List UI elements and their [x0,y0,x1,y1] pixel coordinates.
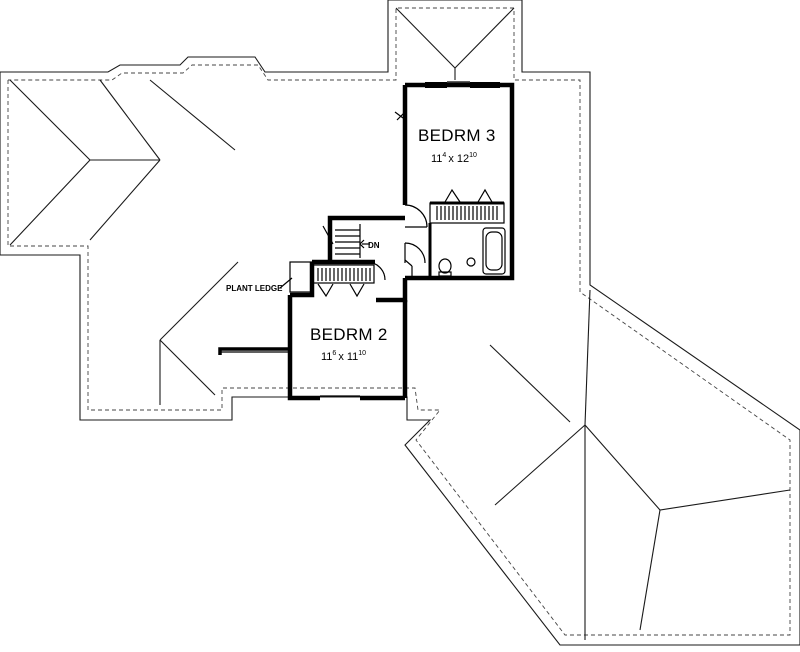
plant-ledge-label: PLANT LEDGE [226,284,283,293]
bedroom-3-walls [394,81,515,281]
bedroom-2-walls [218,259,408,401]
bedroom-3-name: BEDRM 3 [418,126,496,145]
stair-down-label: DN [368,241,380,250]
stair-hall: DN [322,215,413,303]
bedroom-2-name: BEDRM 2 [310,325,388,344]
